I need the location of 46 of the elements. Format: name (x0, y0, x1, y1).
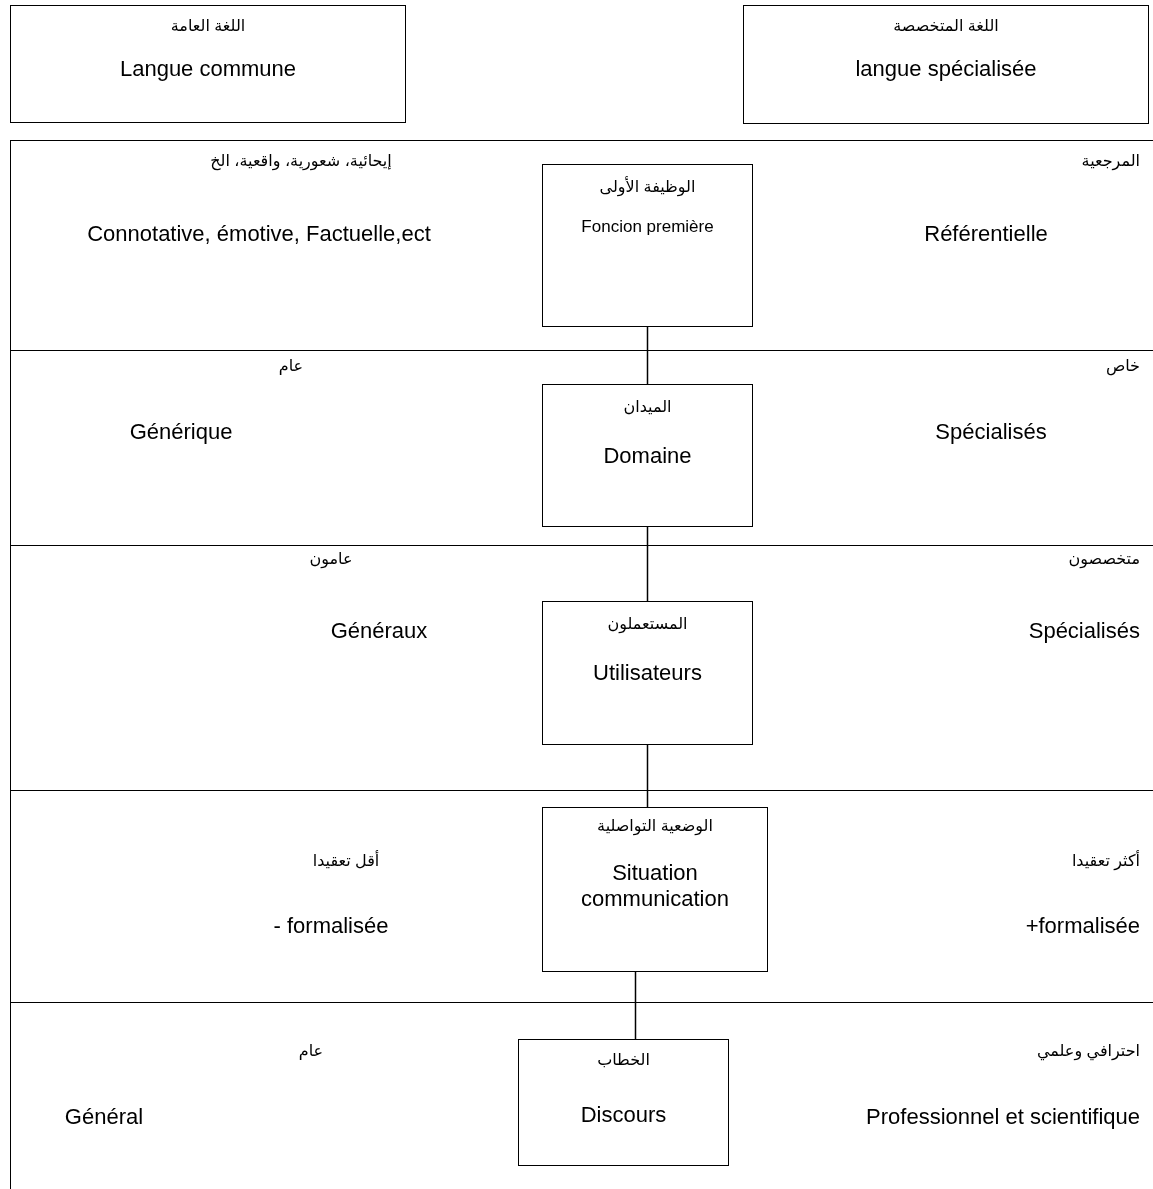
french-label: Spécialisés (935, 419, 1047, 445)
arabic-label: خاص (1105, 356, 1140, 375)
french-label: Référentielle (924, 221, 1048, 247)
connector-line (646, 744, 649, 808)
french-label: Foncion première (580, 217, 715, 237)
french-label: Utilisateurs (592, 660, 703, 686)
french-label: Professionnel et scientifique (866, 1104, 1140, 1130)
french-label: - formalisée (273, 913, 389, 939)
concept-box (10, 5, 406, 123)
arabic-label: عام (278, 356, 304, 375)
french-label: Domaine (602, 443, 693, 469)
arabic-label: الوظيفة الأولى (598, 177, 697, 196)
arabic-label: المستعملون (606, 614, 689, 633)
concept-box (743, 5, 1149, 124)
arabic-label: إيحائية، شعورية، واقعية، الخ (210, 151, 392, 170)
french-label: Générique (129, 419, 233, 445)
arabic-label: الخطاب (596, 1050, 651, 1069)
arabic-label: اللغة المتخصصة (892, 16, 1000, 35)
connector-line (634, 971, 637, 1040)
concept-box (542, 807, 768, 972)
french-label: Général (64, 1104, 144, 1130)
concept-box (542, 164, 753, 327)
french-label: Langue commune (118, 56, 298, 82)
arabic-label: عام (298, 1041, 324, 1060)
arabic-label: احترافي وعلمي (1036, 1041, 1140, 1060)
arabic-label: المرجعية (1081, 151, 1140, 170)
french-label: Situation communication (580, 860, 730, 912)
connector-line (646, 526, 649, 602)
french-label: +formalisée (1025, 913, 1140, 939)
arabic-label: أكثر تعقيدا (1071, 851, 1140, 870)
arabic-label: أقل تعقيدا (312, 851, 380, 870)
arabic-label: الميدان (622, 397, 673, 416)
french-label: Spécialisés (1028, 618, 1140, 644)
french-label: Généraux (330, 618, 428, 644)
connector-line (646, 326, 649, 385)
concept-box (542, 384, 753, 527)
concept-box (542, 601, 753, 745)
arabic-label: الوضعية التواصلية (596, 816, 714, 835)
french-label: Connotative, émotive, Factuelle,ect (87, 221, 431, 247)
arabic-label: متخصصون (1068, 549, 1140, 568)
french-label: Discours (579, 1102, 668, 1128)
row-band (10, 140, 1153, 351)
arabic-label: عامون (309, 549, 353, 568)
concept-box (518, 1039, 729, 1166)
arabic-label: اللغة العامة (169, 16, 247, 35)
french-label: langue spécialisée (854, 56, 1038, 82)
